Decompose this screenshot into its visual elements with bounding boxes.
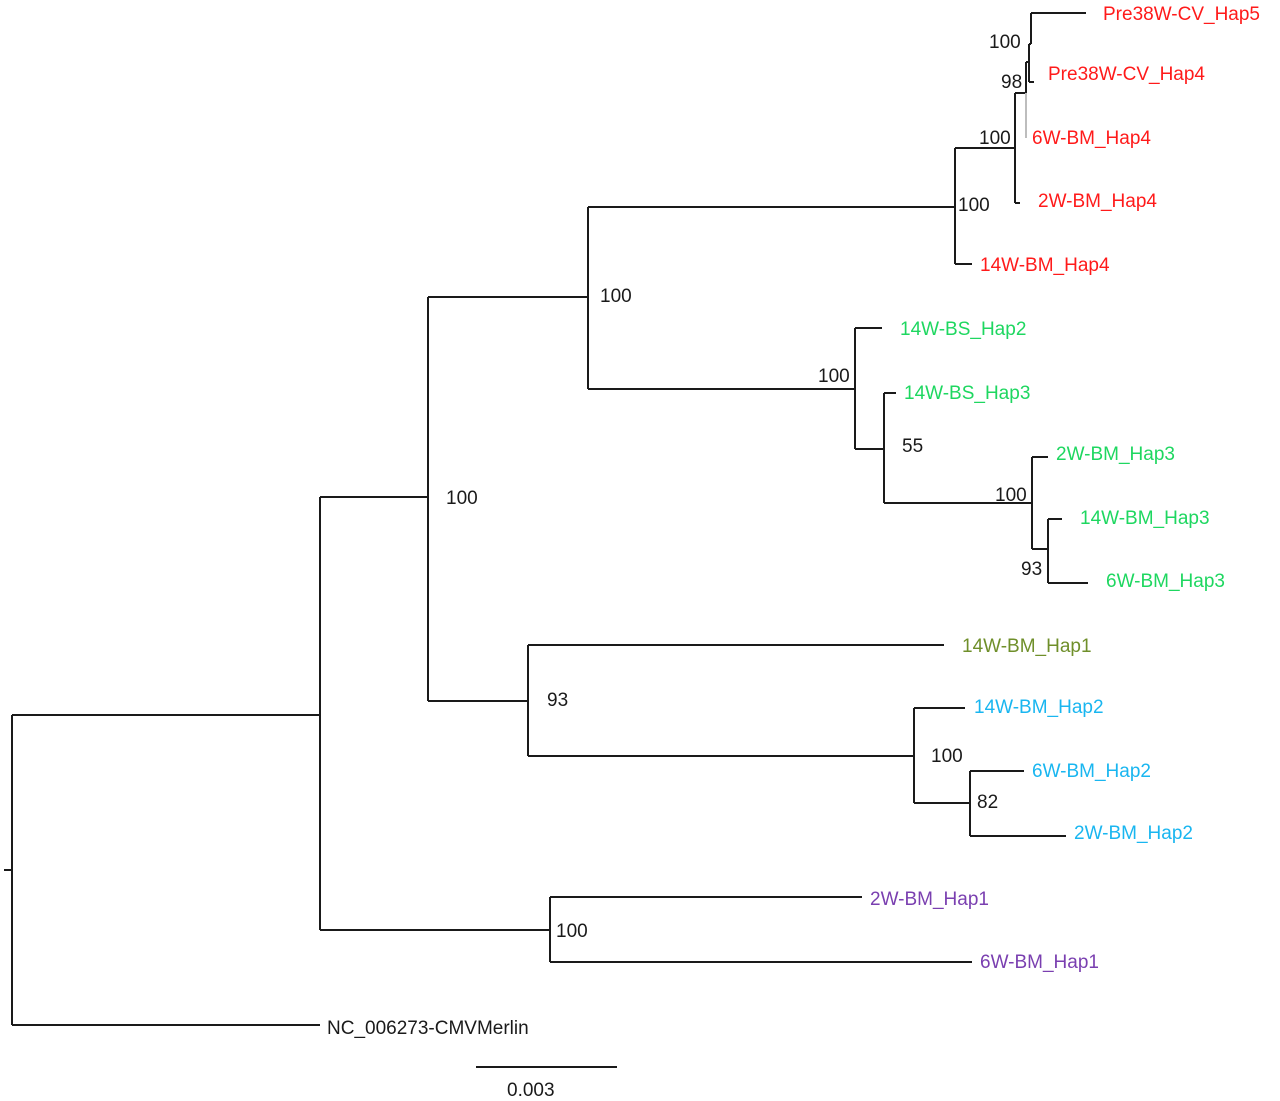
tip-2w-bm-hap2: 2W-BM_Hap2 (1074, 823, 1193, 844)
support-value: 100 (958, 195, 990, 216)
tip-labels: Pre38W-CV_Hap5 Pre38W-CV_Hap4 6W-BM_Hap4… (327, 4, 1260, 1039)
support-value: 100 (979, 128, 1011, 149)
tip-6w-bm-hap4: 6W-BM_Hap4 (1032, 128, 1151, 149)
support-value: 100 (989, 32, 1021, 53)
support-value: 82 (977, 792, 998, 813)
tip-outgroup: NC_006273-CMVMerlin (327, 1018, 529, 1039)
support-value: 98 (1001, 72, 1022, 93)
support-value: 100 (446, 488, 478, 509)
support-value: 100 (556, 921, 588, 942)
scale-bar-label: 0.003 (507, 1080, 555, 1101)
scale-bar: 0.003 (476, 1066, 617, 1101)
support-value: 93 (547, 690, 568, 711)
tip-6w-bm-hap1: 6W-BM_Hap1 (980, 952, 1099, 973)
support-value: 93 (1021, 559, 1042, 580)
support-value: 55 (902, 436, 923, 457)
tip-14w-bs-hap3: 14W-BS_Hap3 (904, 383, 1030, 404)
tip-6w-bm-hap3: 6W-BM_Hap3 (1106, 571, 1225, 592)
tip-2w-bm-hap1: 2W-BM_Hap1 (870, 889, 989, 910)
tip-14w-bm-hap3: 14W-BM_Hap3 (1080, 508, 1210, 529)
support-values: 100 98 100 100 100 100 55 100 93 100 93 … (446, 32, 1042, 942)
tip-pre38w-cv-hap4: Pre38W-CV_Hap4 (1048, 64, 1205, 85)
tip-2w-bm-hap3: 2W-BM_Hap3 (1056, 444, 1175, 465)
support-value: 100 (600, 286, 632, 307)
tip-2w-bm-hap4: 2W-BM_Hap4 (1038, 191, 1157, 212)
tip-14w-bs-hap2: 14W-BS_Hap2 (900, 319, 1026, 340)
tip-6w-bm-hap2: 6W-BM_Hap2 (1032, 761, 1151, 782)
tip-14w-bm-hap4: 14W-BM_Hap4 (980, 255, 1110, 276)
support-value: 100 (931, 746, 963, 767)
tip-14w-bm-hap1: 14W-BM_Hap1 (962, 636, 1092, 657)
tree-branches (4, 12, 1088, 1026)
tip-pre38w-cv-hap5: Pre38W-CV_Hap5 (1103, 4, 1260, 25)
tip-14w-bm-hap2: 14W-BM_Hap2 (974, 697, 1104, 718)
support-value: 100 (995, 485, 1027, 506)
support-value: 100 (818, 366, 850, 387)
